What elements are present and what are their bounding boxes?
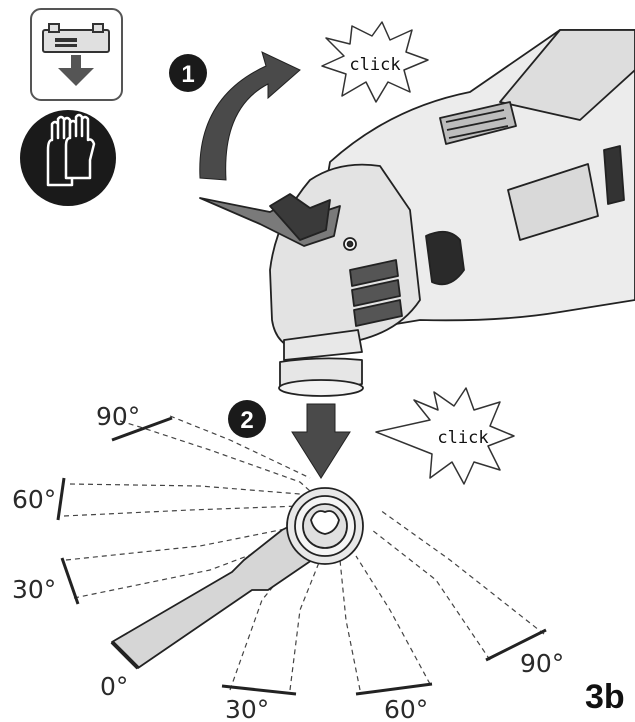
click-burst-2: click bbox=[375, 387, 515, 485]
saw-blade bbox=[110, 487, 364, 670]
blade-angle-positions bbox=[63, 415, 545, 691]
click-label-1: click bbox=[349, 55, 400, 75]
angle-label-60-bottom: 60° bbox=[384, 695, 428, 722]
step-1-number: 1 bbox=[181, 61, 194, 88]
protective-gloves-icon bbox=[20, 110, 116, 206]
figure-label: 3b bbox=[585, 678, 625, 716]
mount-down-arrow bbox=[291, 403, 351, 479]
multi-tool-illustration bbox=[199, 29, 635, 397]
battery-removal-icon bbox=[30, 8, 123, 101]
angle-label-90-right: 90° bbox=[520, 649, 564, 678]
angle-label-30-bottom: 30° bbox=[225, 695, 269, 722]
angle-label-90-left: 90° bbox=[96, 402, 140, 431]
angle-label-30-left: 30° bbox=[12, 575, 56, 604]
step-2-number: 2 bbox=[240, 407, 253, 434]
lever-rotate-arrow bbox=[199, 51, 301, 181]
angle-label-0: 0° bbox=[100, 672, 128, 701]
step-1-badge: 1 bbox=[169, 54, 207, 92]
angle-label-60-left: 60° bbox=[12, 485, 56, 514]
click-burst-1: click bbox=[321, 21, 429, 103]
step-2-badge: 2 bbox=[228, 400, 266, 438]
blade-edges bbox=[56, 416, 547, 696]
click-label-2: click bbox=[437, 428, 488, 448]
